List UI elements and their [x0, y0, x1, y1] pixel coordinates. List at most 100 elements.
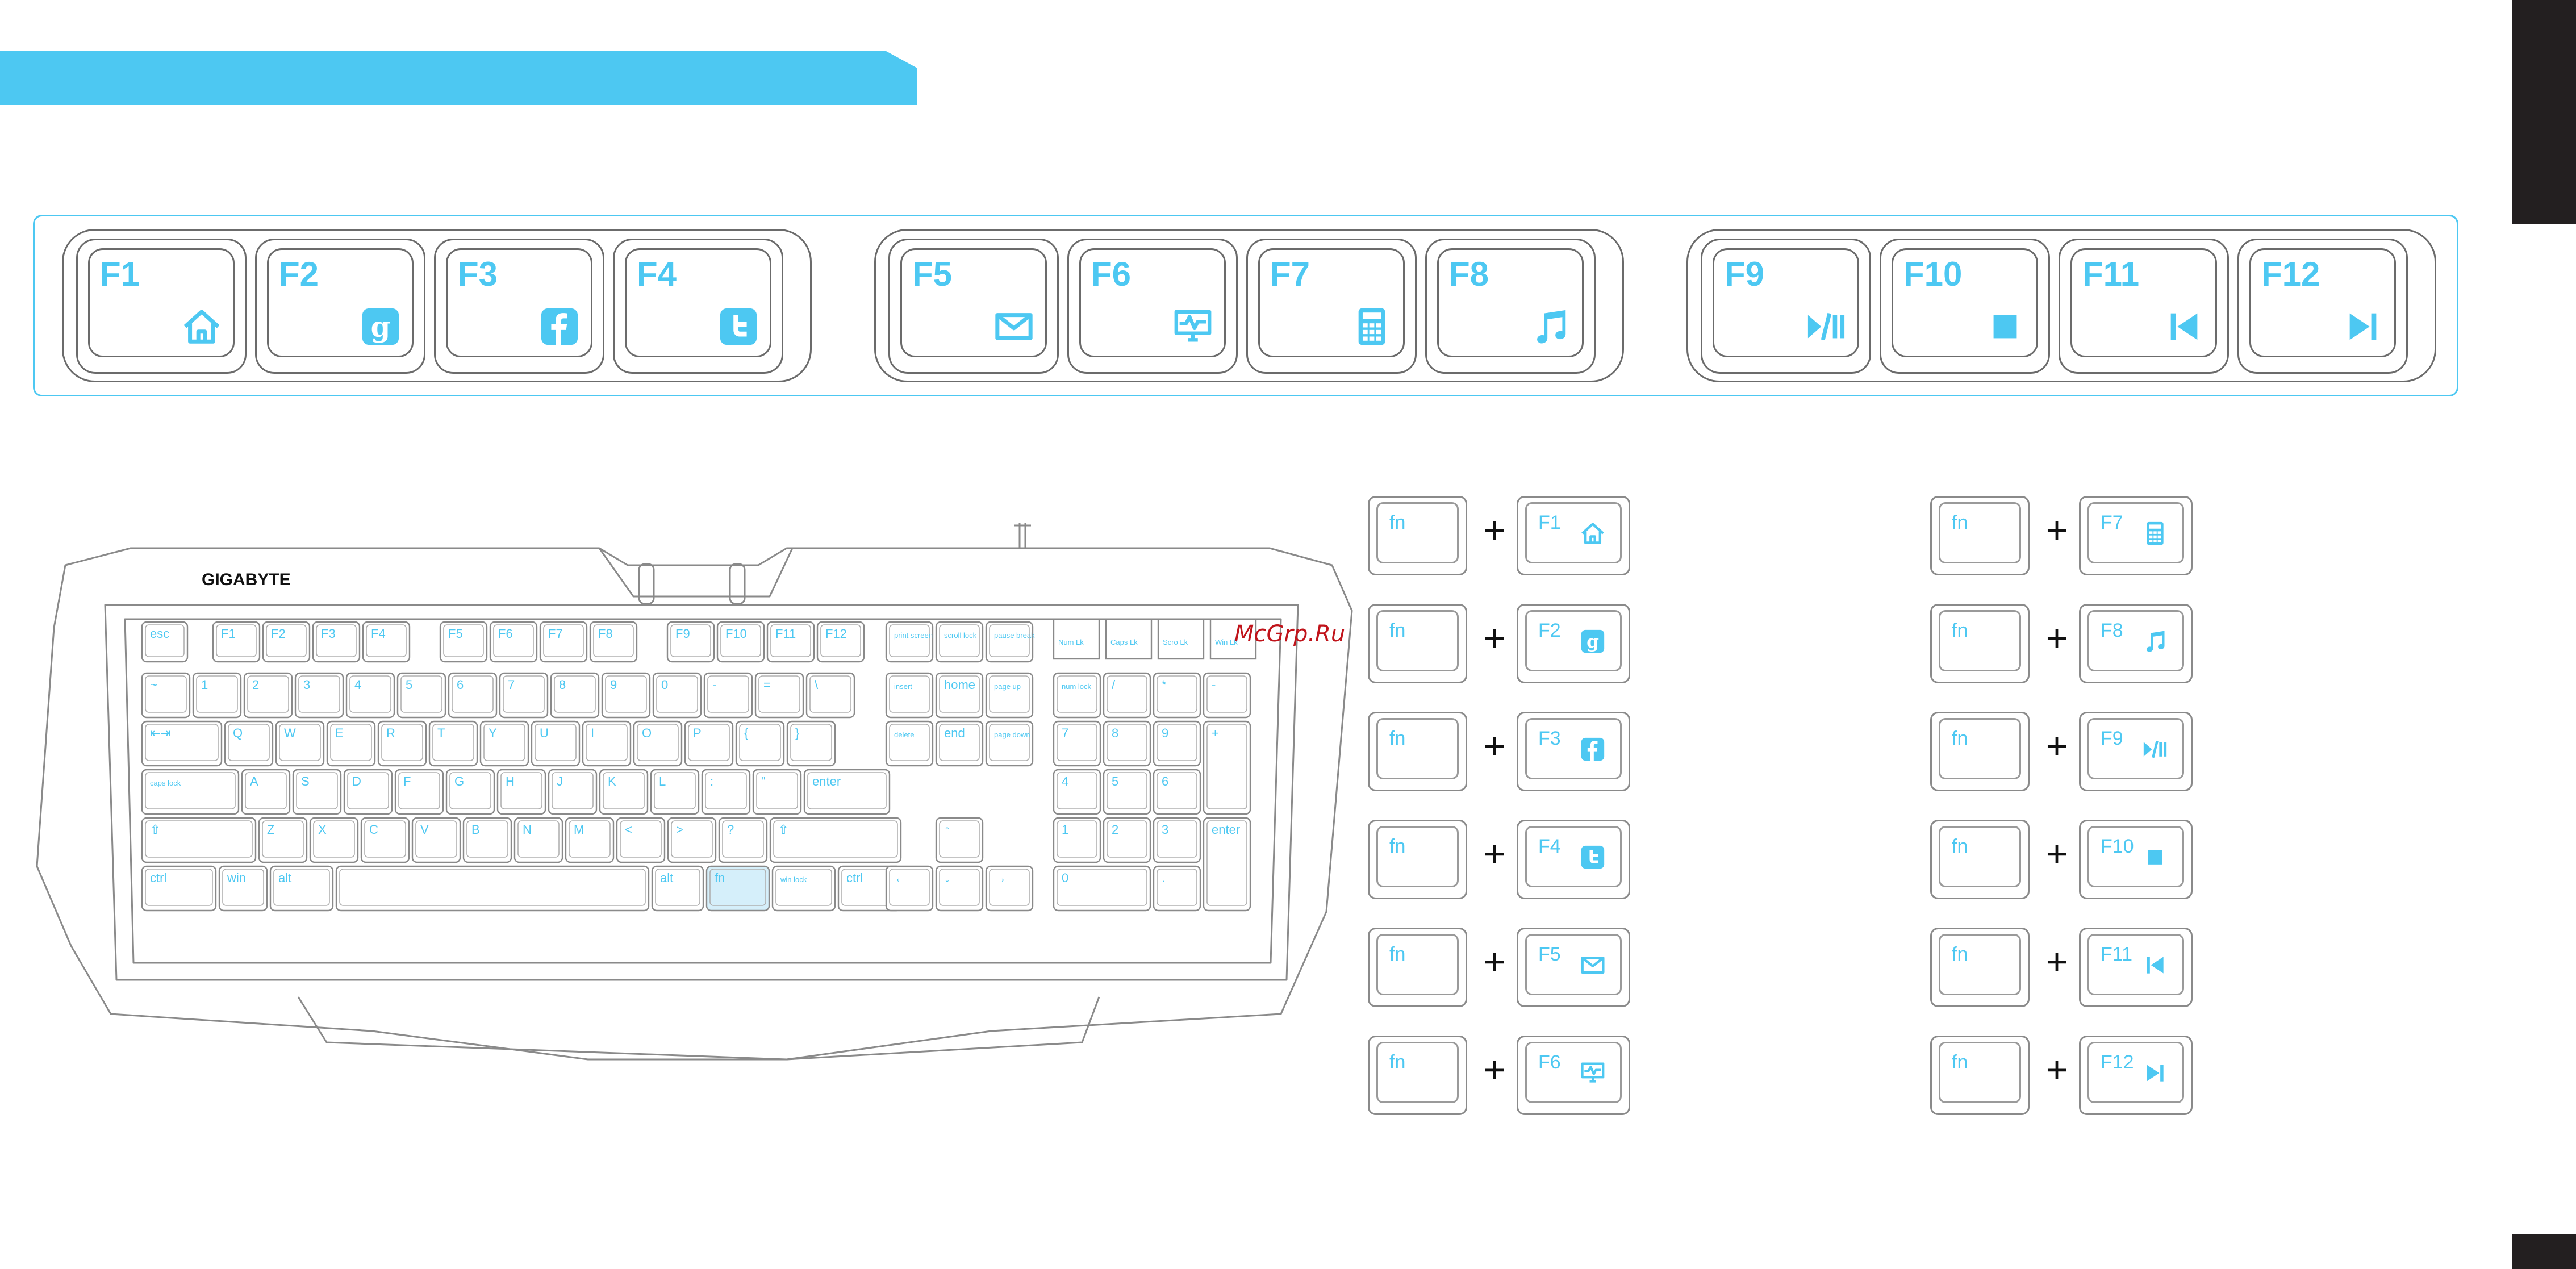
key[interactable]: ↑	[935, 817, 984, 863]
key[interactable]: 3	[294, 672, 344, 719]
fkey-f3[interactable]: F3	[434, 239, 604, 374]
fn-key[interactable]: fn	[1930, 820, 2030, 899]
fn-key[interactable]: fn	[1930, 496, 2030, 575]
key[interactable]: 4	[345, 672, 395, 719]
combo-key-f1[interactable]: F1	[1517, 496, 1630, 575]
key[interactable]: alt	[269, 865, 334, 912]
key[interactable]: ⇧	[769, 817, 902, 863]
key[interactable]: F6	[489, 621, 538, 663]
combo-key-f4[interactable]: F4	[1517, 820, 1630, 899]
key[interactable]: -	[1203, 672, 1251, 719]
key[interactable]: >	[667, 817, 717, 863]
key[interactable]: 8	[1103, 720, 1151, 767]
key[interactable]: win lock	[771, 865, 836, 912]
key[interactable]: F5	[439, 621, 488, 663]
key[interactable]: W	[275, 720, 325, 767]
key[interactable]: F9	[666, 621, 715, 663]
fn-key[interactable]: fn	[1368, 712, 1467, 791]
key[interactable]: ~	[141, 672, 191, 719]
fkey-f6[interactable]: F6	[1067, 239, 1238, 374]
key[interactable]: 9	[1153, 720, 1201, 767]
key[interactable]: F8	[589, 621, 638, 663]
key[interactable]: /	[1103, 672, 1151, 719]
key[interactable]: -	[703, 672, 753, 719]
key[interactable]: G	[445, 769, 495, 815]
key[interactable]: ctrl	[141, 865, 217, 912]
key[interactable]: 8	[550, 672, 600, 719]
key[interactable]: "	[752, 769, 802, 815]
fkey-f5[interactable]: F5	[888, 239, 1059, 374]
key[interactable]: F4	[362, 621, 411, 663]
key[interactable]: win	[218, 865, 268, 912]
fkey-f1[interactable]: F1	[76, 239, 247, 374]
key[interactable]: ←	[885, 865, 934, 912]
key[interactable]	[335, 865, 650, 912]
key[interactable]: 5	[396, 672, 446, 719]
key[interactable]: S	[292, 769, 342, 815]
combo-key-f6[interactable]: F6	[1517, 1036, 1630, 1115]
key[interactable]: X	[309, 817, 359, 863]
key[interactable]: E	[326, 720, 376, 767]
key[interactable]: alt	[651, 865, 704, 912]
fn-key[interactable]: fn	[1368, 496, 1467, 575]
key[interactable]: 3	[1153, 817, 1201, 863]
fn-key[interactable]: fn	[1930, 1036, 2030, 1115]
key[interactable]: }	[786, 720, 836, 767]
fkey-f10[interactable]: F10	[1880, 239, 2050, 374]
key[interactable]: F1	[212, 621, 261, 663]
key[interactable]: Q	[224, 720, 274, 767]
key[interactable]: A	[241, 769, 291, 815]
key[interactable]: →	[985, 865, 1034, 912]
key[interactable]: home	[935, 672, 984, 719]
key[interactable]: L	[650, 769, 700, 815]
fn-key[interactable]: fn	[1368, 928, 1467, 1007]
key[interactable]: F10	[716, 621, 765, 663]
key[interactable]: ↓	[935, 865, 984, 912]
key[interactable]: N	[513, 817, 563, 863]
key[interactable]: .	[1153, 865, 1201, 912]
key[interactable]: num lock	[1053, 672, 1101, 719]
key[interactable]: 0	[1053, 865, 1151, 912]
key[interactable]: scroll lock	[935, 621, 984, 663]
key[interactable]: V	[411, 817, 461, 863]
key[interactable]: pause break	[985, 621, 1035, 663]
key[interactable]: F7	[539, 621, 588, 663]
key[interactable]: ⇧	[141, 817, 257, 863]
fn-key[interactable]: fn	[1368, 1036, 1467, 1115]
key[interactable]: M	[565, 817, 615, 863]
key[interactable]: F12	[816, 621, 865, 663]
combo-key-f10[interactable]: F10	[2079, 820, 2193, 899]
fkey-f12[interactable]: F12	[2237, 239, 2408, 374]
key[interactable]: 1	[192, 672, 242, 719]
key[interactable]: delete	[885, 720, 934, 767]
combo-key-f3[interactable]: F3	[1517, 712, 1630, 791]
combo-key-f5[interactable]: F5	[1517, 928, 1630, 1007]
key[interactable]: enter	[1203, 817, 1251, 912]
key[interactable]: page up	[985, 672, 1034, 719]
key[interactable]: 7	[1053, 720, 1101, 767]
key[interactable]: enter	[803, 769, 891, 815]
key[interactable]: ?	[718, 817, 768, 863]
key[interactable]: 6	[448, 672, 498, 719]
key[interactable]: insert	[885, 672, 934, 719]
key[interactable]: B	[462, 817, 512, 863]
fkey-f7[interactable]: F7	[1246, 239, 1417, 374]
combo-key-f8[interactable]: F8	[2079, 604, 2193, 683]
key[interactable]: fn	[705, 865, 770, 912]
key[interactable]: U	[531, 720, 581, 767]
key[interactable]: +	[1203, 720, 1251, 815]
key[interactable]: =	[754, 672, 804, 719]
key[interactable]: O	[633, 720, 683, 767]
key[interactable]: I	[582, 720, 632, 767]
key[interactable]: J	[548, 769, 598, 815]
key[interactable]: D	[343, 769, 393, 815]
fkey-f9[interactable]: F9	[1701, 239, 1871, 374]
key[interactable]: Y	[479, 720, 529, 767]
key[interactable]: P	[684, 720, 734, 767]
key[interactable]: C	[360, 817, 410, 863]
fkey-f11[interactable]: F11	[2059, 239, 2229, 374]
key[interactable]: F3	[312, 621, 361, 663]
key[interactable]: {	[735, 720, 785, 767]
